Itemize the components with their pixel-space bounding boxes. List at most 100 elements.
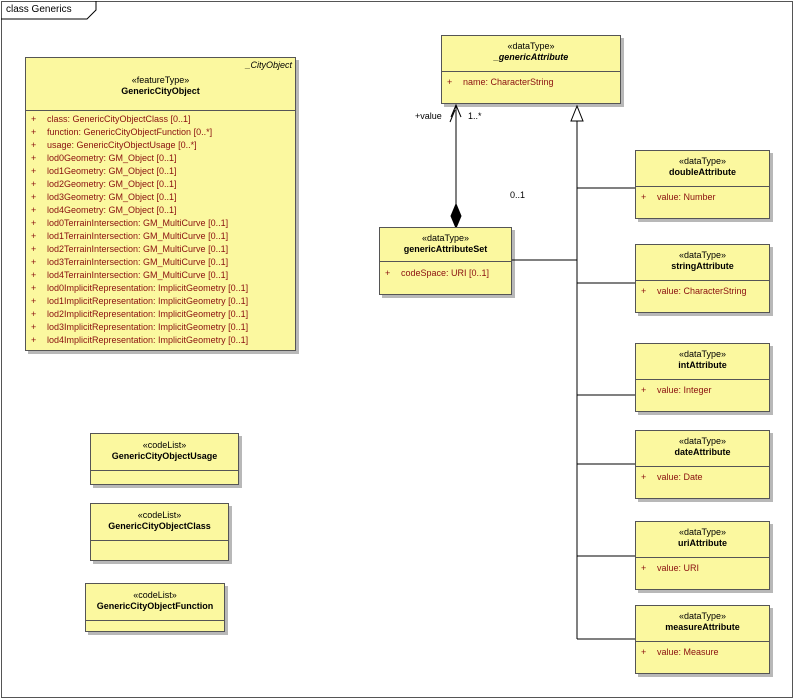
- class-separator: [636, 186, 769, 187]
- attribute-text: lod4Geometry: GM_Object [0..1]: [47, 205, 177, 215]
- attribute-list: +value: Number: [636, 191, 769, 204]
- class-stereotype: «dataType»: [678, 611, 727, 621]
- visibility-marker: +: [31, 309, 37, 319]
- attribute-row: +lod0TerrainIntersection: GM_MultiCurve …: [26, 217, 295, 230]
- class-stereotype: «dataType»: [678, 349, 727, 359]
- class-double-attribute[interactable]: «dataType»doubleAttribute +value: Number: [635, 150, 770, 219]
- visibility-marker: +: [31, 335, 37, 345]
- visibility-marker: +: [641, 286, 647, 296]
- attribute-list: + name: CharacterString: [442, 76, 620, 89]
- visibility-marker: +: [31, 114, 37, 124]
- composition-arrow-head: [450, 103, 462, 118]
- class-name: GenericCityObjectUsage: [111, 451, 218, 461]
- association-target-multiplicity: 1..*: [468, 111, 482, 121]
- visibility-marker: +: [31, 244, 37, 254]
- visibility-marker: +: [447, 77, 453, 87]
- visibility-marker: +: [31, 205, 37, 215]
- class-name: intAttribute: [678, 360, 727, 370]
- superclass-label: _CityObject: [245, 60, 292, 70]
- class-measure-attribute[interactable]: «dataType»measureAttribute +value: Measu…: [635, 605, 770, 674]
- attribute-row: +value: Number: [636, 191, 769, 204]
- attribute-text: lod0ImplicitRepresentation: ImplicitGeom…: [47, 283, 249, 293]
- visibility-marker: +: [31, 140, 37, 150]
- attribute-list: +class: GenericCityObjectClass [0..1] +f…: [26, 113, 295, 347]
- class-generic-attribute-set[interactable]: «dataType» genericAttributeSet +codeSpac…: [379, 227, 512, 295]
- composition-diamond: [450, 202, 462, 230]
- visibility-marker: +: [31, 231, 37, 241]
- attribute-row: +value: Date: [636, 471, 769, 484]
- attribute-row: +lod1TerrainIntersection: GM_MultiCurve …: [26, 230, 295, 243]
- attribute-row: + value: URI: [636, 562, 769, 575]
- class-name: uriAttribute: [678, 538, 727, 548]
- codelist-generic-city-object-function[interactable]: «codeList»GenericCityObjectFunction: [85, 583, 225, 632]
- attribute-text: usage: GenericCityObjectUsage [0..*]: [47, 140, 197, 150]
- visibility-marker: +: [31, 218, 37, 228]
- attribute-list: +value: Measure: [636, 646, 769, 659]
- class-name: doubleAttribute: [669, 167, 736, 177]
- attribute-text: value: Integer: [657, 385, 712, 395]
- class-stereotype: «dataType»: [678, 527, 727, 537]
- class-name: _genericAttribute: [493, 52, 569, 62]
- class-separator: [636, 280, 769, 281]
- visibility-marker: +: [31, 322, 37, 332]
- attribute-row: +codeSpace: URI [0..1]: [380, 267, 511, 280]
- visibility-marker: +: [641, 385, 647, 395]
- class-separator: [636, 557, 769, 558]
- attribute-text: lod2Geometry: GM_Object [0..1]: [47, 179, 177, 189]
- attribute-row: +value: Measure: [636, 646, 769, 659]
- attribute-list: + value: Integer: [636, 384, 769, 397]
- attribute-text: codeSpace: URI [0..1]: [401, 268, 490, 278]
- association-role-label: +value: [415, 111, 442, 121]
- attribute-row: + lod3ImplicitRepresentation: ImplicitGeo…: [26, 321, 295, 334]
- class-stereotype: «dataType»: [678, 156, 727, 166]
- attribute-text: lod3Geometry: GM_Object [0..1]: [47, 192, 177, 202]
- class-uri-attribute[interactable]: «dataType»uriAttribute + value: URI: [635, 521, 770, 590]
- class-string-attribute[interactable]: «dataType»stringAttribute +value: Charac…: [635, 244, 770, 313]
- attribute-row: +lod1Geometry: GM_Object [0..1]: [26, 165, 295, 178]
- attribute-row: +value: CharacterString: [636, 285, 769, 298]
- attribute-row: +lod3Geometry: GM_Object [0..1]: [26, 191, 295, 204]
- attribute-row: +lod0Geometry: GM_Object [0..1]: [26, 152, 295, 165]
- codelist-generic-city-object-class[interactable]: «codeList»GenericCityObjectClass: [90, 503, 229, 561]
- class-stereotype: «codeList»: [133, 590, 177, 600]
- class-stereotype: «codeList»: [137, 510, 182, 520]
- attribute-row: +lod2Geometry: GM_Object [0..1]: [26, 178, 295, 191]
- class-stereotype: «codeList»: [142, 440, 187, 450]
- frame-tab-outline: [1, 1, 97, 20]
- attribute-text: value: URI: [657, 563, 700, 573]
- attribute-row: +lod0ImplicitRepresentation: ImplicitGeo…: [26, 282, 295, 295]
- attribute-row: + usage: GenericCityObjectUsage [0..*]: [26, 139, 295, 152]
- codelist-generic-city-object-usage[interactable]: «codeList»GenericCityObjectUsage: [90, 433, 239, 485]
- attribute-list: +codeSpace: URI [0..1]: [380, 267, 511, 280]
- class-separator: [91, 540, 228, 541]
- visibility-marker: +: [641, 472, 647, 482]
- class-generic-attribute[interactable]: «dataType» _genericAttribute +name: Char…: [441, 35, 621, 104]
- class-generic-city-object[interactable]: _CityObject «featureType» GenericCityObj…: [25, 57, 296, 351]
- class-stereotype: «featureType»: [131, 75, 190, 85]
- class-name: GenericCityObject: [121, 86, 200, 96]
- attribute-text: lod4TerrainIntersection: GM_MultiCurve […: [47, 270, 229, 280]
- attribute-row: +lod2TerrainIntersection: GM_MultiCurve …: [26, 243, 295, 256]
- attribute-list: +value: Date: [636, 471, 769, 484]
- diagram-frame-tab: class Generics: [1, 1, 88, 19]
- attribute-text: function: GenericCityObjectFunction [0..…: [47, 127, 213, 137]
- class-separator: [380, 261, 511, 262]
- attribute-text: lod3ImplicitRepresentation: ImplicitGeom…: [47, 322, 249, 332]
- attribute-row: + name: CharacterString: [442, 76, 620, 89]
- generalization-arrow-head: [570, 104, 584, 122]
- visibility-marker: +: [641, 192, 647, 202]
- class-date-attribute[interactable]: «dataType»dateAttribute +value: Date: [635, 430, 770, 499]
- attribute-list: +value: CharacterString: [636, 285, 769, 298]
- attribute-list: + value: URI: [636, 562, 769, 575]
- class-int-attribute[interactable]: «dataType»intAttribute + value: Integer: [635, 343, 770, 412]
- attribute-text: name: CharacterString: [463, 77, 554, 87]
- visibility-marker: +: [641, 563, 647, 573]
- class-stereotype: «dataType»: [678, 250, 727, 260]
- attribute-text: lod3TerrainIntersection: GM_MultiCurve […: [47, 257, 229, 267]
- class-separator: [26, 110, 295, 111]
- attribute-row: +lod4TerrainIntersection: GM_MultiCurve …: [26, 269, 295, 282]
- attribute-row: +lod2ImplicitRepresentation: ImplicitGeo…: [26, 308, 295, 321]
- attribute-text: lod4ImplicitRepresentation: ImplicitGeom…: [47, 335, 249, 345]
- class-separator: [442, 71, 620, 72]
